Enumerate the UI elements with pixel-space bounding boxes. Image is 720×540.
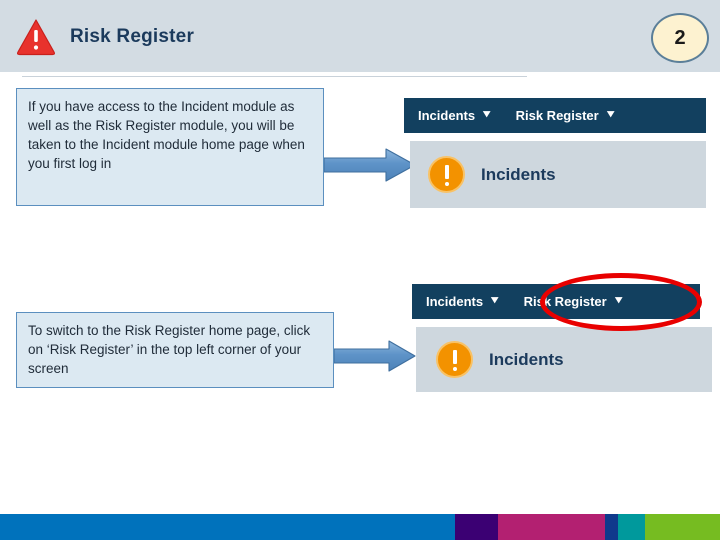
nav-item-label: Incidents [426, 294, 484, 309]
arrow-1 [323, 146, 416, 184]
nav-item-label: Risk Register [523, 294, 607, 309]
warning-triangle-icon [16, 18, 56, 56]
module-title: Incidents [489, 349, 564, 369]
nav-item-label: Risk Register [515, 108, 599, 123]
footer-color-bar [0, 514, 720, 540]
nav-item-incidents[interactable]: Incidents ▾ [418, 108, 490, 123]
callout-text-box-1: If you have access to the Incident modul… [16, 88, 324, 206]
callout-text-box-2: To switch to the Risk Register home page… [16, 312, 334, 388]
app-navbar: Incidents ▾ Risk Register ▾ [412, 284, 700, 319]
page-header: Risk Register [0, 0, 720, 72]
footer-segment-blue [0, 514, 455, 540]
module-header-panel: Incidents [410, 141, 706, 208]
exclamation-circle-icon [436, 341, 473, 378]
panel-gap [404, 133, 706, 141]
module-header-panel: Incidents [416, 327, 712, 392]
module-title: Incidents [481, 164, 556, 184]
header-divider [22, 76, 527, 77]
app-navbar: Incidents ▾ Risk Register ▾ [404, 98, 706, 133]
screenshot-incidents-home: Incidents ▾ Risk Register ▾ Incidents [404, 98, 706, 221]
footer-segment-teal [618, 514, 645, 540]
step-number-badge: 2 [651, 13, 709, 63]
exclamation-circle-icon [428, 156, 465, 193]
nav-item-risk-register[interactable]: Risk Register ▾ [524, 294, 622, 309]
panel-gap [412, 319, 712, 327]
page-title: Risk Register [70, 26, 195, 47]
chevron-down-icon: ▾ [491, 294, 499, 306]
chevron-down-icon: ▾ [483, 108, 491, 120]
footer-segment-green [645, 514, 720, 540]
nav-item-label: Incidents [418, 108, 476, 123]
chevron-down-icon: ▾ [607, 108, 614, 120]
chevron-down-icon: ▾ [615, 294, 622, 306]
header-content: Risk Register [16, 8, 616, 66]
screenshot-risk-register-nav: Incidents ▾ Risk Register ▾ Incidents [412, 284, 712, 404]
nav-item-incidents[interactable]: Incidents ▾ [426, 294, 498, 309]
footer-segment-purple [455, 514, 498, 540]
footer-segment-magenta [498, 514, 605, 540]
arrow-2 [333, 338, 416, 374]
footer-segment-navy [605, 514, 618, 540]
nav-item-risk-register[interactable]: Risk Register ▾ [516, 108, 614, 123]
